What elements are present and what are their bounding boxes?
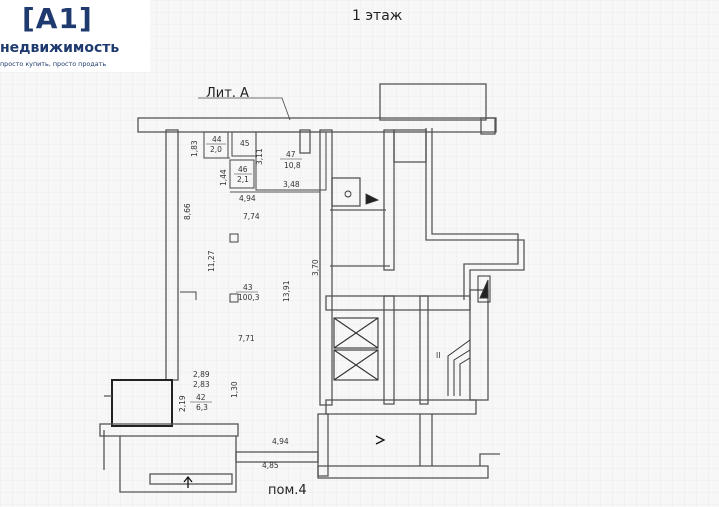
logo-mark: [A1] — [22, 2, 93, 35]
room-46-number: 46 — [238, 165, 248, 174]
dimension-16: 4,94 — [272, 437, 289, 446]
dimension-3: 1,44 — [219, 169, 228, 186]
room-labels: 44 2,0 45 46 2,1 47 10,8 43 100,3 42 6,3 — [190, 135, 302, 412]
dimension-6: 7,74 — [243, 212, 260, 221]
small-rooms — [203, 131, 327, 193]
dimension-5: 4,94 — [239, 194, 256, 203]
room-42-area: 6,3 — [196, 403, 208, 412]
room-44-area: 2,0 — [210, 145, 222, 154]
logo-name: недвижимость — [0, 40, 120, 56]
dimension-10: 3,70 — [311, 259, 320, 276]
dimension-15: 1,30 — [230, 381, 239, 398]
logo-slogan: просто купить, просто продать — [0, 60, 107, 68]
dimension-17: 4,85 — [262, 461, 279, 470]
dimension-9: 13,91 — [282, 280, 291, 302]
core-walls — [319, 129, 477, 415]
logo: [A1] недвижимость просто купить, просто … — [0, 0, 150, 72]
elevator-shafts — [333, 317, 379, 381]
stair-mark: II — [436, 351, 440, 360]
lower-left-rooms — [99, 379, 239, 493]
room-42-number: 42 — [196, 393, 206, 402]
room-43-number: 43 — [243, 283, 253, 292]
dimension-8: 11,27 — [207, 250, 216, 272]
building-label: Лит. А — [206, 86, 249, 101]
dimension-2: 3,11 — [255, 148, 264, 165]
room-45-number: 45 — [240, 139, 250, 148]
dimension-12: 2,89 — [193, 370, 210, 379]
staircase — [447, 275, 491, 396]
floor-title: 1 этаж — [352, 8, 403, 24]
dimension-4: 3,48 — [283, 180, 300, 189]
room-47-area: 10,8 — [284, 161, 301, 170]
hall-columns — [180, 233, 239, 303]
room-44-number: 44 — [212, 135, 222, 144]
dimension-13: 2,83 — [193, 380, 210, 389]
dimension-11: 7,71 — [238, 334, 255, 343]
dimension-14: 2,19 — [178, 395, 187, 412]
room-43-area: 100,3 — [238, 293, 260, 302]
sanitary-fixtures — [344, 190, 380, 205]
dimension-labels: 1,83 3,11 1,44 3,48 4,94 7,74 8,66 11,27… — [178, 140, 320, 470]
premises-label: пом.4 — [268, 483, 307, 498]
lower-corridor — [235, 413, 500, 479]
room-47-number: 47 — [286, 150, 296, 159]
building-label-leader — [198, 97, 291, 121]
dimension-7: 8,66 — [183, 203, 192, 220]
dimension-1: 1,83 — [190, 140, 199, 157]
room-46-area: 2,1 — [237, 175, 249, 184]
